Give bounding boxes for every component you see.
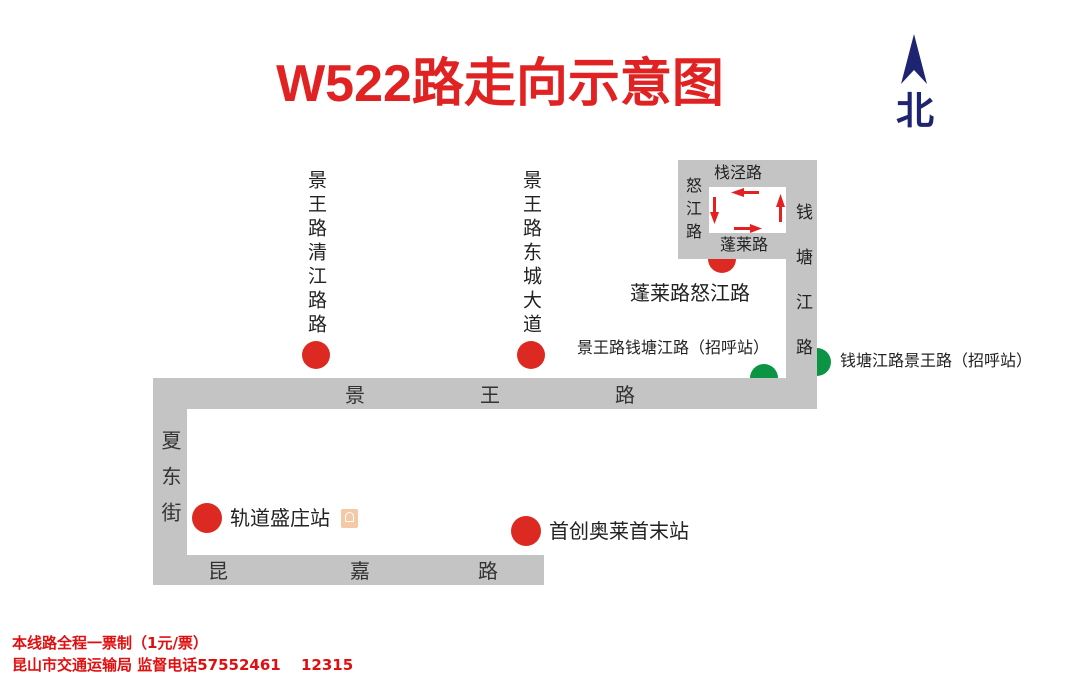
north-label: 北 [896, 89, 935, 133]
supervision-hotline: 昆山市交通运输局 监督电话57552461 12315 [12, 656, 354, 674]
metro-icon [341, 509, 358, 528]
road-xiadong [153, 378, 187, 585]
road-label-kunjia: 嘉 [350, 559, 370, 583]
road-label-nujiang: 怒江路 [683, 177, 702, 246]
stop-label: 钱塘江路景王路（招呼站） [840, 351, 1033, 370]
stop-marker[interactable] [517, 341, 545, 369]
direction-arrows [710, 188, 785, 233]
arrow-up-icon [776, 194, 785, 222]
stop-label: 景王路钱塘江路（招呼站） [577, 338, 770, 357]
road-label-xiadong: 夏东街 [158, 430, 182, 538]
north-arrow-icon [901, 34, 927, 84]
page-title: W522路走向示意图 [276, 55, 724, 113]
stop-label: 轨道盛庄站 [230, 506, 330, 530]
road-label-penglai: 蓬莱路 [720, 235, 769, 254]
road-label-kunjia: 昆 [208, 559, 228, 583]
road-label-qiantangjiang: 钱塘江路 [792, 203, 812, 383]
loop-inner [709, 187, 786, 233]
road-label-kunjia: 路 [478, 559, 498, 583]
road-label-jingwang: 王 [480, 383, 500, 407]
arrow-down-icon [710, 197, 719, 224]
arrow-right-icon [734, 224, 762, 233]
stop-marker[interactable] [302, 341, 330, 369]
arrow-left-icon [731, 188, 759, 197]
road-label-jingwang: 路 [615, 383, 635, 407]
stop-label: 首创奥莱首末站 [549, 519, 689, 543]
stop-label: 蓬莱路怒江路 [630, 281, 750, 305]
stop-label: 景王路清江路路 [305, 170, 327, 338]
road-jingwang [153, 378, 817, 409]
road-kunjia [153, 555, 544, 585]
road-label-zhanjing: 栈泾路 [714, 163, 763, 182]
stop-label: 景王路东城大道 [520, 170, 542, 338]
terminal-stop-marker[interactable] [511, 516, 541, 546]
fare-note: 本线路全程一票制（1元/票） [12, 634, 208, 652]
stop-marker[interactable] [192, 503, 222, 533]
road-label-jingwang: 景 [345, 383, 365, 407]
